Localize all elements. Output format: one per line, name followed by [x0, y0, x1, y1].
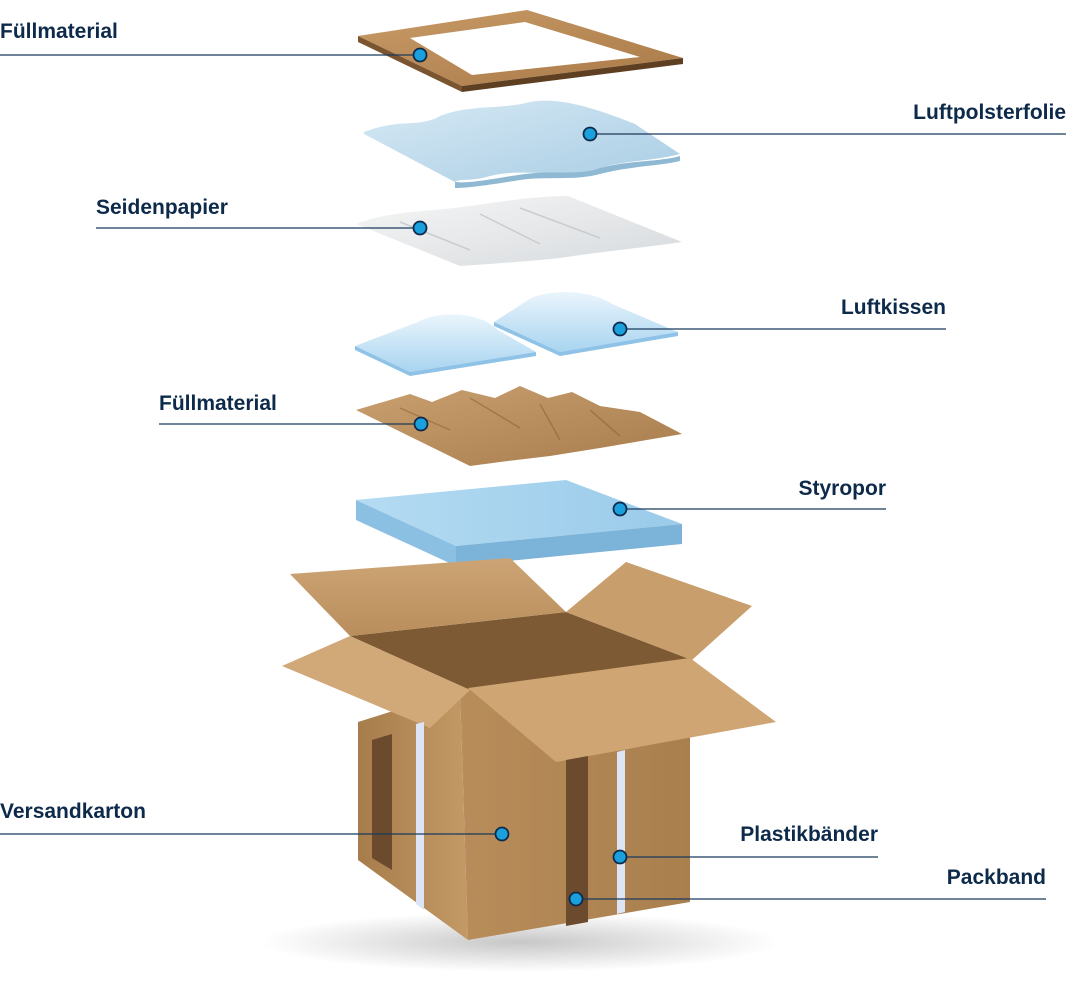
marker-air-cushions [612, 321, 628, 337]
box-shadow [260, 912, 780, 972]
markers [412, 47, 628, 907]
leader-lines [0, 54, 1066, 900]
marker-packing-tape [568, 891, 584, 907]
tissue-paper-layer [356, 196, 682, 266]
marker-styrofoam [612, 501, 628, 517]
marker-plastic-straps [612, 849, 628, 865]
cardboard-frame-layer [358, 10, 683, 92]
bubble-wrap-layer [364, 100, 680, 188]
label-packing-tape: Packband [946, 866, 1046, 889]
marker-tissue-paper [412, 220, 428, 236]
label-fill-paper: Füllmaterial [159, 392, 277, 415]
label-bubble-wrap: Luftpolsterfolie [913, 101, 1066, 124]
label-box: Versandkarton [0, 800, 146, 823]
label-tissue-paper: Seidenpapier [96, 196, 228, 219]
label-styrofoam: Styropor [798, 477, 886, 500]
marker-fill-top [412, 47, 428, 63]
label-fill-top: Füllmaterial [0, 20, 118, 43]
shipping-box [282, 558, 776, 940]
marker-fill-paper [413, 416, 429, 432]
styrofoam-layer [356, 480, 682, 566]
marker-bubble-wrap [582, 126, 598, 142]
label-plastic-straps: Plastikbänder [740, 823, 878, 846]
marker-box [494, 826, 510, 842]
label-air-cushions: Luftkissen [840, 296, 946, 319]
air-cushions-layer [355, 292, 678, 376]
crumpled-paper-layer [356, 386, 682, 466]
